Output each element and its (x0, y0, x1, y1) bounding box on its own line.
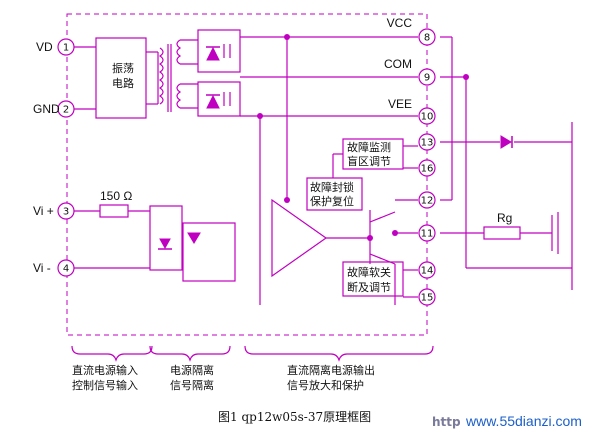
pin-9-label: COM (384, 57, 412, 71)
fault-detect-line1: 故障监测 (347, 140, 391, 154)
oscillator-line1: 振荡 (112, 61, 134, 75)
section1-line1: 直流电源输入 (72, 363, 138, 377)
figure-caption: 图1 qp12w05s-37原理框图 (218, 410, 371, 424)
pin-2-circle (57, 100, 75, 118)
pin-1-circle (57, 38, 75, 56)
pin-14-number: 14 (421, 266, 434, 277)
pin-3-label: Vi + (33, 204, 54, 218)
pin-11-circle (418, 224, 436, 242)
pin-9-number: 9 (424, 73, 430, 84)
wiring (71, 29, 573, 362)
pin-13-circle (418, 133, 436, 151)
soft-off-line2: 断及调节 (347, 280, 391, 294)
oscillator-block (95, 37, 147, 119)
pin-16-number: 16 (421, 164, 434, 175)
pin-16-circle (418, 159, 436, 177)
diode-icons (158, 46, 513, 250)
fault-lock-line1: 故障封锁 (310, 180, 354, 194)
pin-1-label: VD (36, 40, 53, 54)
pin-15-number: 15 (421, 293, 434, 304)
section3-line1: 直流隔离电源输出 (287, 363, 375, 377)
watermark-prefix: http (432, 415, 461, 429)
pin-13-number: 13 (421, 138, 434, 149)
pin-4-circle (57, 259, 75, 277)
pin-10-circle (418, 107, 436, 125)
pin-1-number: 1 (63, 43, 69, 54)
pin-4-label: Vi - (33, 261, 51, 275)
pin-15-circle (418, 288, 436, 306)
pin-4-number: 4 (63, 264, 69, 275)
pin-2-label: GND (33, 102, 60, 116)
section1-line2: 控制信号输入 (72, 378, 138, 392)
pin-2-number: 2 (63, 105, 69, 116)
pin-12-circle (418, 191, 436, 209)
resistor-gate-label: Rg (497, 211, 512, 225)
pin-10-label: VEE (388, 97, 412, 111)
pin-14-circle (418, 261, 436, 279)
pin-3-circle (57, 202, 75, 220)
pin-8-label: VCC (387, 16, 413, 30)
resistor-input-label: 150 Ω (100, 189, 132, 203)
fault-lock-line2: 保护复位 (310, 194, 354, 208)
section2-line2: 信号隔离 (170, 378, 214, 392)
junction-dots (257, 34, 469, 241)
watermark-site: www.55dianzi.com (465, 413, 582, 429)
pin-8-circle (418, 28, 436, 46)
section3-line2: 信号放大和保护 (287, 378, 364, 392)
pin-3-number: 3 (63, 207, 69, 218)
oscillator-line2: 电路 (112, 77, 134, 90)
pin-10-number: 10 (421, 112, 434, 123)
module-boundary (66, 13, 428, 336)
pin-8-number: 8 (424, 33, 430, 44)
fault-detect-line2: 盲区调节 (347, 154, 391, 168)
section2-line1: 电源隔离 (170, 363, 214, 377)
pin-9-circle (418, 68, 436, 86)
soft-off-line1: 故障软关 (347, 265, 391, 279)
pin-12-number: 12 (421, 196, 434, 207)
pin-11-number: 11 (421, 229, 434, 240)
